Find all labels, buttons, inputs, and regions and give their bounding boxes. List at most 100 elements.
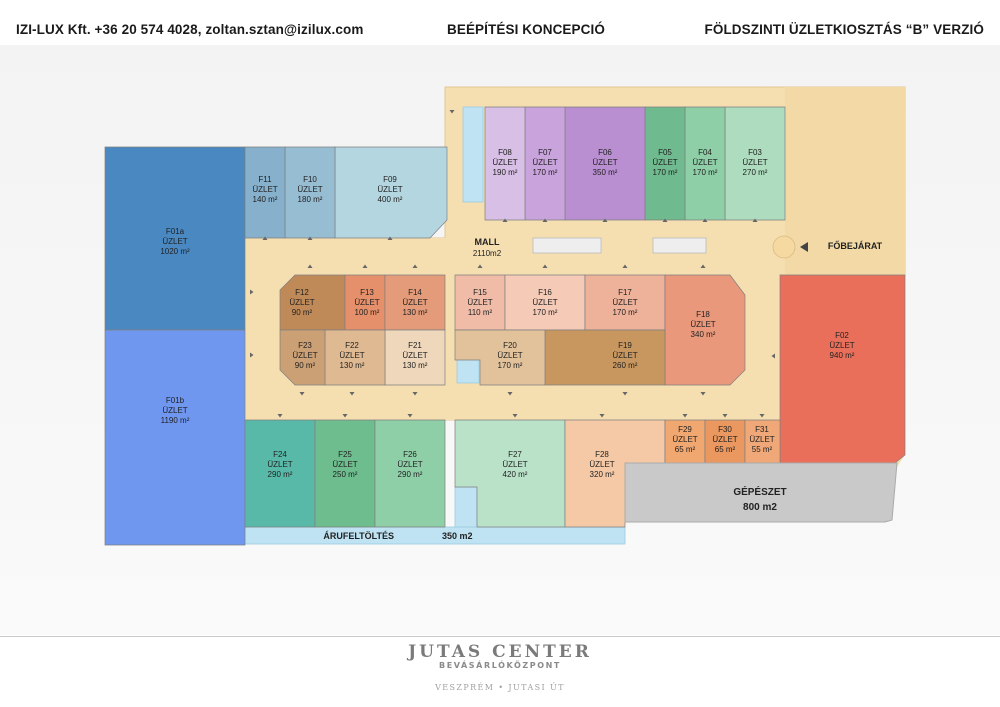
unit-area: 65 m² xyxy=(715,445,736,454)
unit-area: 55 m² xyxy=(752,445,773,454)
unit-type: ÜZLET xyxy=(162,406,187,415)
header-company: IZI-LUX Kft. +36 20 574 4028, zoltan.szt… xyxy=(16,22,364,37)
entrance-porch xyxy=(785,87,905,275)
unit-id: F08 xyxy=(498,148,512,157)
unit-type: ÜZLET xyxy=(712,435,737,444)
unit-area: 420 m² xyxy=(503,470,528,479)
unit-type: ÜZLET xyxy=(377,185,402,194)
unit-area: 90 m² xyxy=(292,308,313,317)
door-marker-icon xyxy=(277,414,283,418)
unit-id: F13 xyxy=(360,288,374,297)
unit-type: ÜZLET xyxy=(289,298,314,307)
unit-type: ÜZLET xyxy=(612,298,637,307)
unit-id: F12 xyxy=(295,288,309,297)
unit-type: ÜZLET xyxy=(354,298,379,307)
plant-label: GÉPÉSZET xyxy=(733,485,786,498)
unit-area: 140 m² xyxy=(253,195,278,204)
unit-area: 110 m² xyxy=(468,308,493,317)
header-version: FÖLDSZINTI ÜZLETKIOSZTÁS “B” VERZIÓ xyxy=(704,22,984,37)
mall-escalator-left xyxy=(532,237,602,254)
unit-id: F02 xyxy=(835,331,849,340)
door-marker-icon xyxy=(752,218,758,222)
unit-shape xyxy=(104,329,246,546)
unit-area: 1190 m² xyxy=(161,416,190,425)
unit-type: ÜZLET xyxy=(497,351,522,360)
unit-id: F10 xyxy=(303,175,317,184)
door-marker-icon xyxy=(542,264,548,268)
unit-id: F04 xyxy=(698,148,712,157)
door-marker-icon xyxy=(250,352,254,358)
unit-area: 170 m² xyxy=(498,361,523,370)
unit-type: ÜZLET xyxy=(492,158,517,167)
unit-shape xyxy=(544,329,666,386)
unit-id: F26 xyxy=(403,450,417,459)
unit-area: 350 m² xyxy=(593,168,618,177)
logo-title: JUTAS CENTER xyxy=(408,642,592,662)
unit-id: F01b xyxy=(166,396,185,405)
unit-type: ÜZLET xyxy=(829,341,854,350)
door-marker-icon xyxy=(542,218,548,222)
loading-corridor xyxy=(244,526,626,545)
unit-area: 260 m² xyxy=(613,361,638,370)
door-marker-icon xyxy=(307,236,313,240)
unit-type: ÜZLET xyxy=(297,185,322,194)
unit-type: ÜZLET xyxy=(612,351,637,360)
unit-id: F07 xyxy=(538,148,552,157)
unit-type: ÜZLET xyxy=(672,435,697,444)
unit-id: F09 xyxy=(383,175,397,184)
unit-id: F30 xyxy=(718,425,732,434)
door-marker-icon xyxy=(449,110,455,114)
door-marker-icon xyxy=(700,264,706,268)
logo-location: VESZPRÉM • JUTASI ÚT xyxy=(435,683,565,692)
loading-label: ÁRUFELTÖLTÉS xyxy=(323,531,394,541)
unit-id: F28 xyxy=(595,450,609,459)
unit-area: 170 m² xyxy=(613,308,638,317)
unit-id: F19 xyxy=(618,341,632,350)
unit-shape xyxy=(779,274,906,464)
unit-type: ÜZLET xyxy=(332,460,357,469)
unit-type: ÜZLET xyxy=(749,435,774,444)
unit-area: 130 m² xyxy=(403,361,428,370)
door-marker-icon xyxy=(662,218,668,222)
unit-type: ÜZLET xyxy=(692,158,717,167)
unit-id: F20 xyxy=(503,341,517,350)
unit-type: ÜZLET xyxy=(467,298,492,307)
door-marker-icon xyxy=(759,414,765,418)
footer-divider xyxy=(0,636,1000,637)
unit-area: 320 m² xyxy=(590,470,615,479)
stair-core-bottom xyxy=(454,486,478,528)
unit-type: ÜZLET xyxy=(339,351,364,360)
unit-area: 940 m² xyxy=(830,351,855,360)
unit-area: 180 m² xyxy=(298,195,323,204)
unit-id: F11 xyxy=(258,175,272,184)
unit-id: F18 xyxy=(696,310,710,319)
door-marker-icon xyxy=(602,218,608,222)
door-marker-icon xyxy=(622,392,628,396)
unit-id: F24 xyxy=(273,450,287,459)
door-marker-icon xyxy=(771,353,775,359)
door-marker-icon xyxy=(622,264,628,268)
unit-type: ÜZLET xyxy=(652,158,677,167)
door-marker-icon xyxy=(477,264,483,268)
unit-area: 290 m² xyxy=(398,470,423,479)
unit-type: ÜZLET xyxy=(592,158,617,167)
door-marker-icon xyxy=(722,414,728,418)
entrance-label: FŐBEJÁRAT xyxy=(828,240,883,251)
unit-area: 270 m² xyxy=(743,168,768,177)
